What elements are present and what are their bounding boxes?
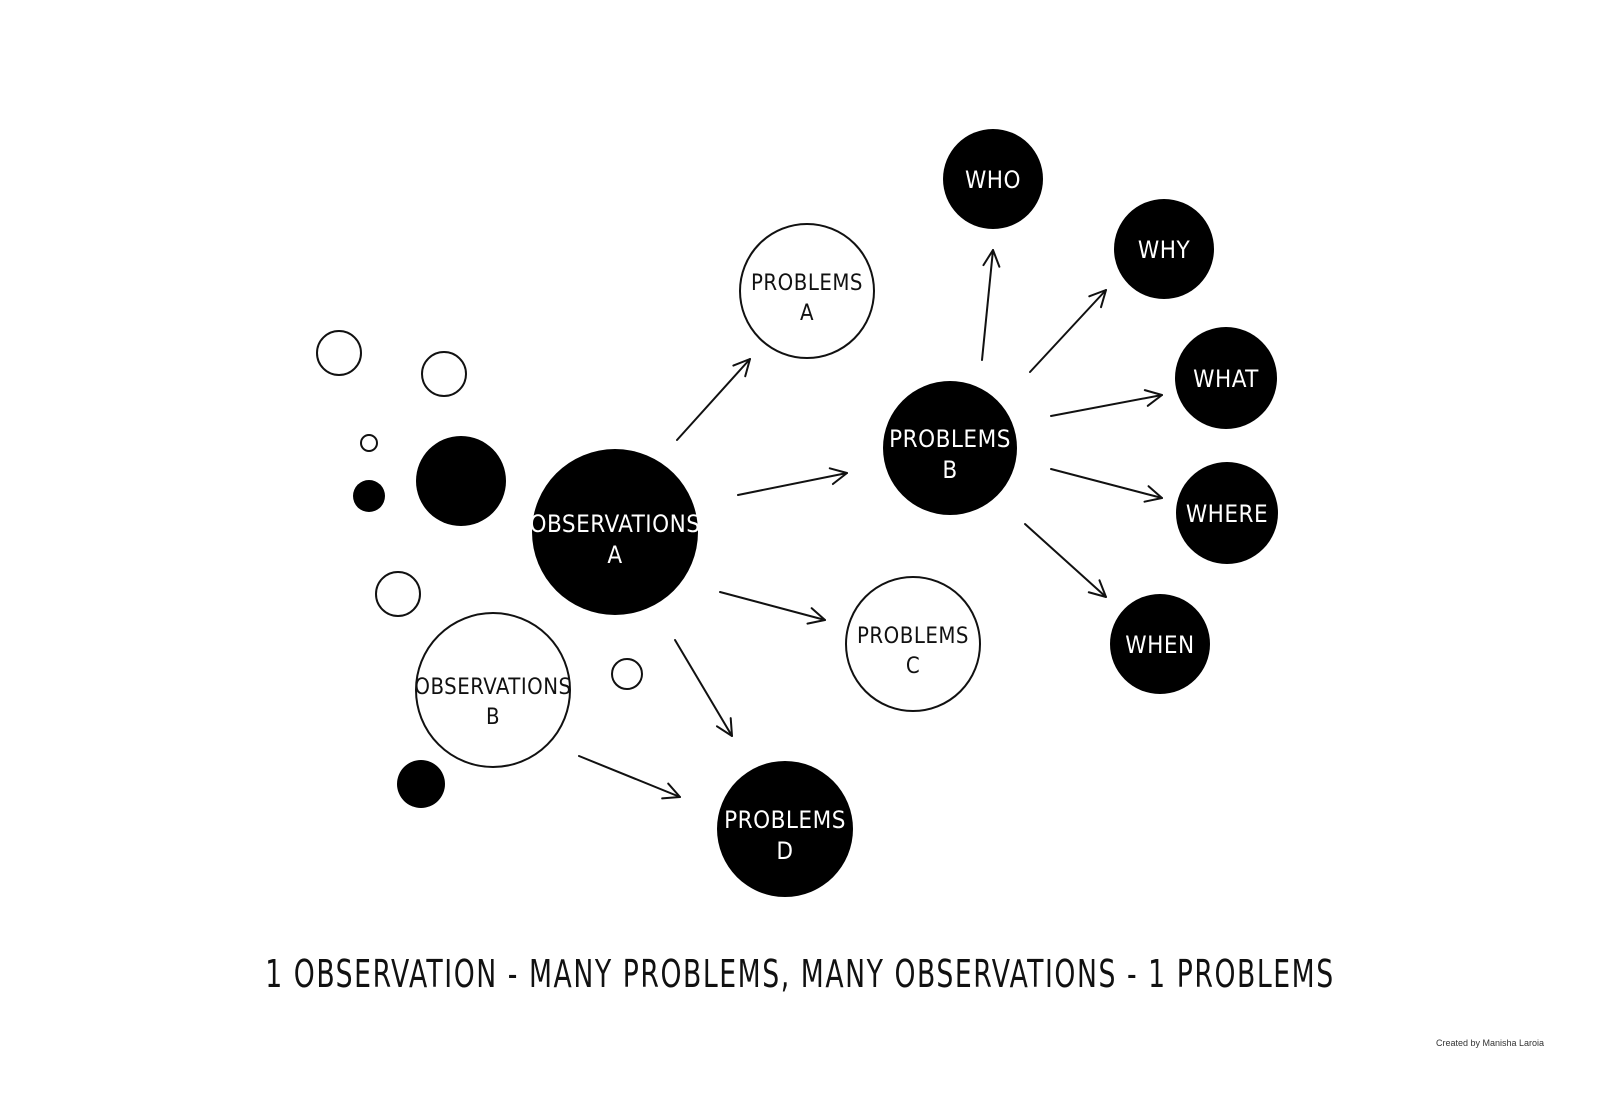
arrow-problems-b-to-where xyxy=(1050,468,1163,503)
node-what-label: WHAT xyxy=(1193,365,1259,393)
bubble-outline xyxy=(375,571,421,617)
node-problems-b: PROBLEMS B xyxy=(883,381,1017,515)
arrow-problems-b-to-who xyxy=(981,248,1001,361)
arrows xyxy=(578,248,1163,800)
node-observations-b-line2: B xyxy=(486,705,500,730)
node-problems-c-line1: PROBLEMS xyxy=(857,624,969,649)
node-observations-a-line1: OBSERVATIONS xyxy=(530,510,701,538)
node-when: WHEN xyxy=(1110,594,1210,694)
node-observations-a: OBSERVATIONS A xyxy=(530,449,701,615)
node-observations-b: OBSERVATIONS B xyxy=(414,612,571,768)
node-problems-d-line2: D xyxy=(776,837,793,865)
caption: 1 OBSERVATION - MANY PROBLEMS, MANY OBSE… xyxy=(265,952,1335,996)
arrow-obs-a-to-problems-c xyxy=(719,591,826,625)
node-problems-b-line2: B xyxy=(942,456,957,484)
bubble-filled xyxy=(416,436,506,526)
bubble-filled xyxy=(353,480,385,512)
node-why-label: WHY xyxy=(1138,236,1191,264)
node-problems-a: PROBLEMS A xyxy=(739,223,875,359)
node-problems-c-line2: C xyxy=(906,654,920,679)
arrow-obs-a-to-problems-b xyxy=(737,467,848,496)
node-when-label: WHEN xyxy=(1125,631,1194,659)
arrow-obs-a-to-problems-a xyxy=(676,358,751,441)
bubble-filled xyxy=(397,760,445,808)
arrow-obs-b-to-problems-d xyxy=(578,755,681,800)
arrow-problems-b-to-when xyxy=(1024,523,1107,598)
node-problems-a-line1: PROBLEMS xyxy=(751,271,863,296)
arrow-obs-a-to-problems-d xyxy=(674,639,733,737)
node-observations-b-line1: OBSERVATIONS xyxy=(414,675,571,700)
credit-text: Created by Manisha Laroia xyxy=(1436,1038,1545,1048)
node-observations-a-line2: A xyxy=(607,541,622,569)
arrow-problems-b-to-what xyxy=(1050,389,1163,417)
node-problems-c: PROBLEMS C xyxy=(845,576,981,712)
node-problems-d: PROBLEMS D xyxy=(717,761,853,897)
node-where-label: WHERE xyxy=(1186,500,1268,528)
node-who: WHO xyxy=(943,129,1043,229)
node-what: WHAT xyxy=(1175,327,1277,429)
node-problems-b-line1: PROBLEMS xyxy=(889,425,1011,453)
arrow-problems-b-to-why xyxy=(1029,289,1107,373)
bubble-outline xyxy=(360,434,378,452)
decorative-bubbles xyxy=(316,330,643,808)
node-why: WHY xyxy=(1114,199,1214,299)
node-who-label: WHO xyxy=(965,166,1021,194)
bubble-outline xyxy=(611,658,643,690)
bubble-outline xyxy=(316,330,362,376)
bubble-outline xyxy=(421,351,467,397)
node-problems-a-line2: A xyxy=(800,301,814,326)
node-where: WHERE xyxy=(1176,462,1278,564)
node-problems-d-line1: PROBLEMS xyxy=(724,806,846,834)
